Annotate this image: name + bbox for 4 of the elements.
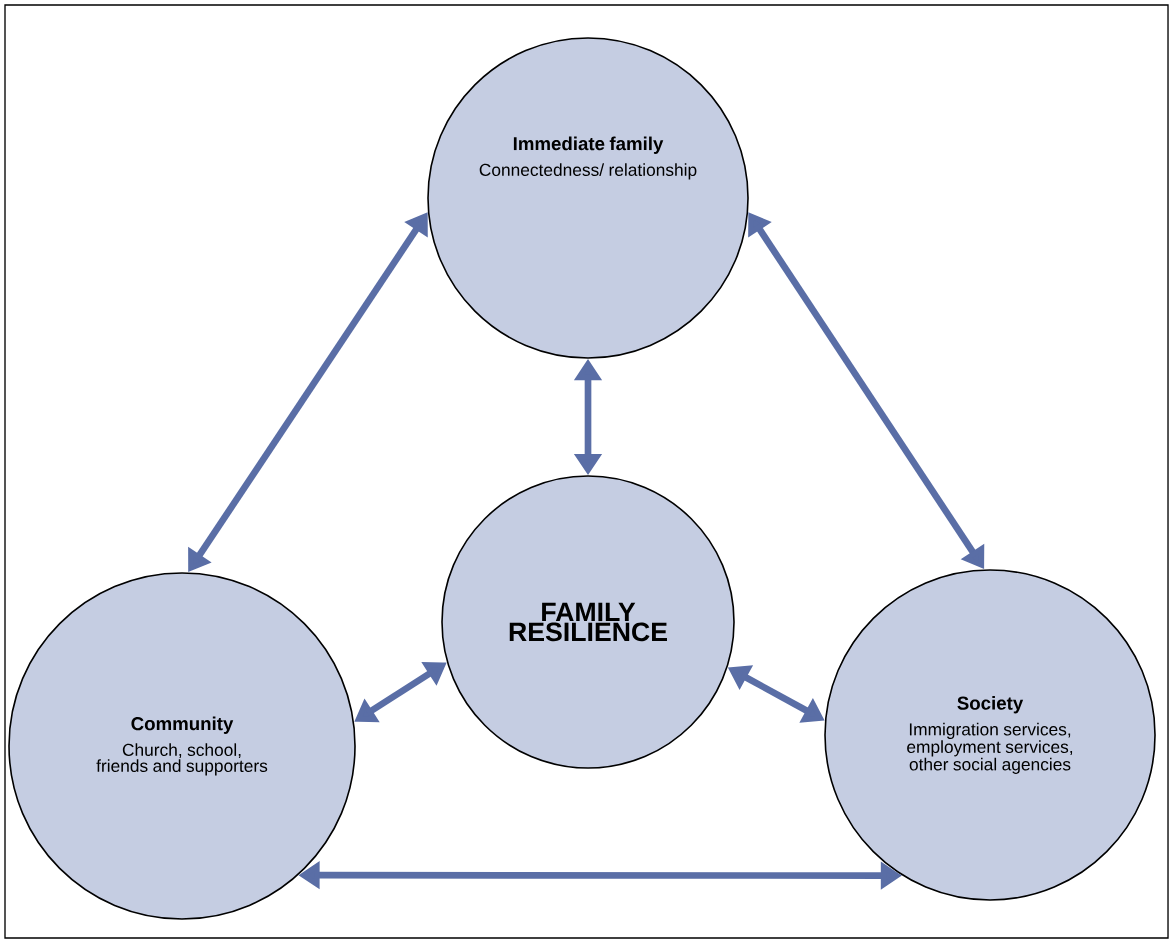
circle-node: Society Immigration services, employment services, other social agencies (824, 569, 1156, 901)
circle-node: Community Church, school, friends and supporters (8, 572, 356, 920)
circle-node: FAMILY RESILIENCE (441, 475, 735, 769)
circle-node: Immediate family Connectedness/ relationship (427, 37, 749, 359)
